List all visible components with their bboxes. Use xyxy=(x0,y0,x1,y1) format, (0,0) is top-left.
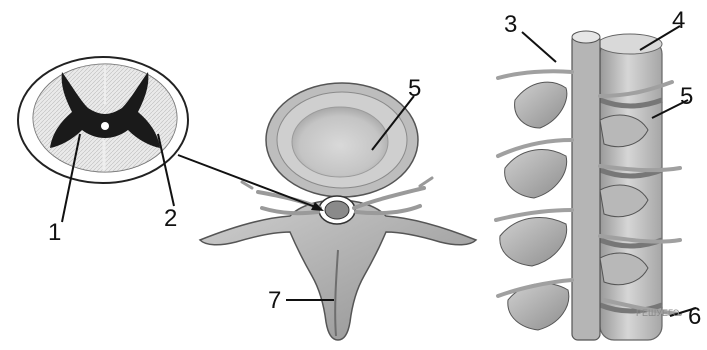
spinal-cord-cross-section xyxy=(18,57,188,183)
watermark: РЕШУЕГЭ xyxy=(636,308,680,318)
label-5-disc: 5 xyxy=(408,75,421,102)
nucleus-pulposus xyxy=(292,107,388,177)
label-1: 1 xyxy=(48,219,61,246)
label-6: 6 xyxy=(688,303,701,330)
label-4: 4 xyxy=(672,7,685,34)
label-7: 7 xyxy=(268,287,281,314)
vertebra-top-view xyxy=(200,83,476,340)
label-3: 3 xyxy=(504,11,517,38)
spinal-column-side-view xyxy=(496,31,680,340)
label-5-column: 5 xyxy=(680,83,693,110)
label-2: 2 xyxy=(164,205,177,232)
